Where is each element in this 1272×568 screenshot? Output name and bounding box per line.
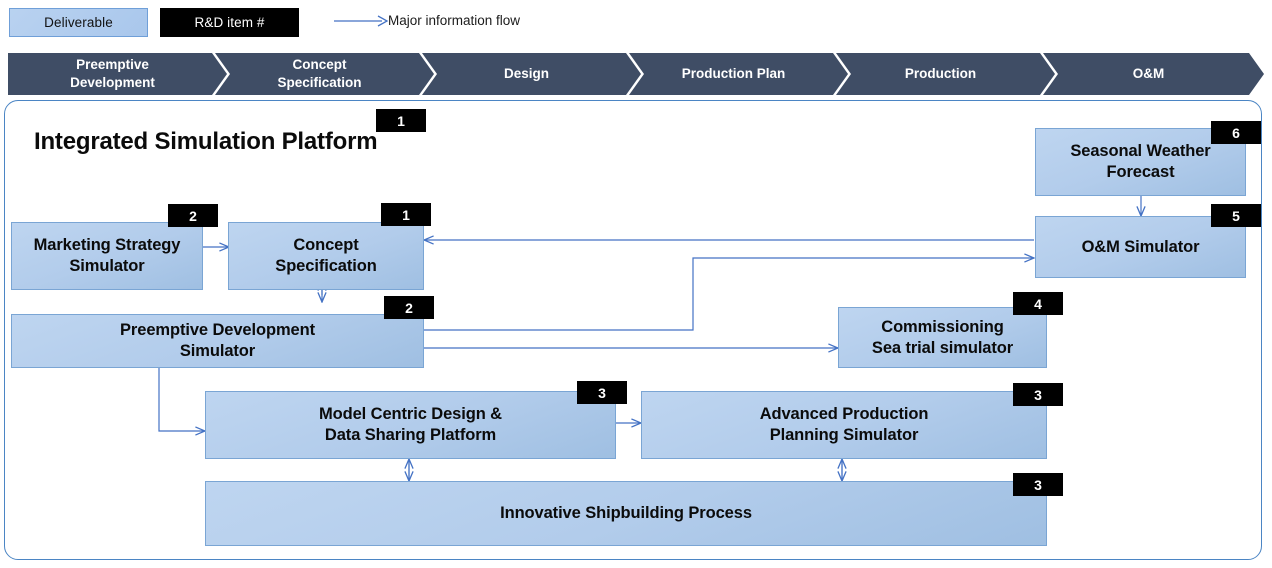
badge-advanced-production-planning-simulator: 3 <box>1013 383 1063 406</box>
page-title: Integrated Simulation Platform <box>34 128 378 155</box>
phase-chevron-design[interactable]: Design <box>422 53 641 95</box>
legend: Deliverable R&D item # Major information… <box>0 0 1272 46</box>
badge-preemptive-development-simulator: 2 <box>384 296 434 319</box>
legend-deliverable-label: Deliverable <box>44 15 113 30</box>
phase-label: O&M <box>1132 66 1165 82</box>
legend-major-flow-label: Major information flow <box>388 13 521 28</box>
node-model-centric-design-data-sharing-platform[interactable]: Model Centric Design &Data Sharing Platf… <box>205 391 616 459</box>
badge-marketing-strategy-simulator: 2 <box>168 204 218 227</box>
node-label: Model Centric Design &Data Sharing Platf… <box>319 405 502 444</box>
phase-chevron-production[interactable]: Production <box>836 53 1055 95</box>
node-label: Innovative Shipbuilding Process <box>500 504 752 523</box>
badge-model-centric-design: 3 <box>577 381 627 404</box>
node-label: O&M Simulator <box>1081 237 1200 256</box>
legend-rnd-item-label: R&D item # <box>194 15 265 30</box>
legend-deliverable-chip: Deliverable <box>9 8 148 37</box>
badge-platform: 1 <box>376 109 426 132</box>
badge-om-simulator: 5 <box>1211 204 1261 227</box>
phase-chevron-om[interactable]: O&M <box>1043 53 1264 95</box>
legend-rnd-item-chip: R&D item # <box>160 8 299 37</box>
major-flow-arrow-icon <box>334 15 389 27</box>
phase-label: Production <box>904 66 977 82</box>
node-om-simulator[interactable]: O&M Simulator <box>1035 216 1246 278</box>
phase-label: Design <box>503 66 549 82</box>
badge-seasonal-weather-forecast: 6 <box>1211 121 1261 144</box>
phase-chevron-production-plan[interactable]: Production Plan <box>629 53 848 95</box>
badge-concept-specification: 1 <box>381 203 431 226</box>
phase-label: Production Plan <box>681 66 786 82</box>
badge-innovative-shipbuilding-process: 3 <box>1013 473 1063 496</box>
badge-commissioning-sea-trial-simulator: 4 <box>1013 292 1063 315</box>
node-innovative-shipbuilding-process[interactable]: Innovative Shipbuilding Process <box>205 481 1047 546</box>
